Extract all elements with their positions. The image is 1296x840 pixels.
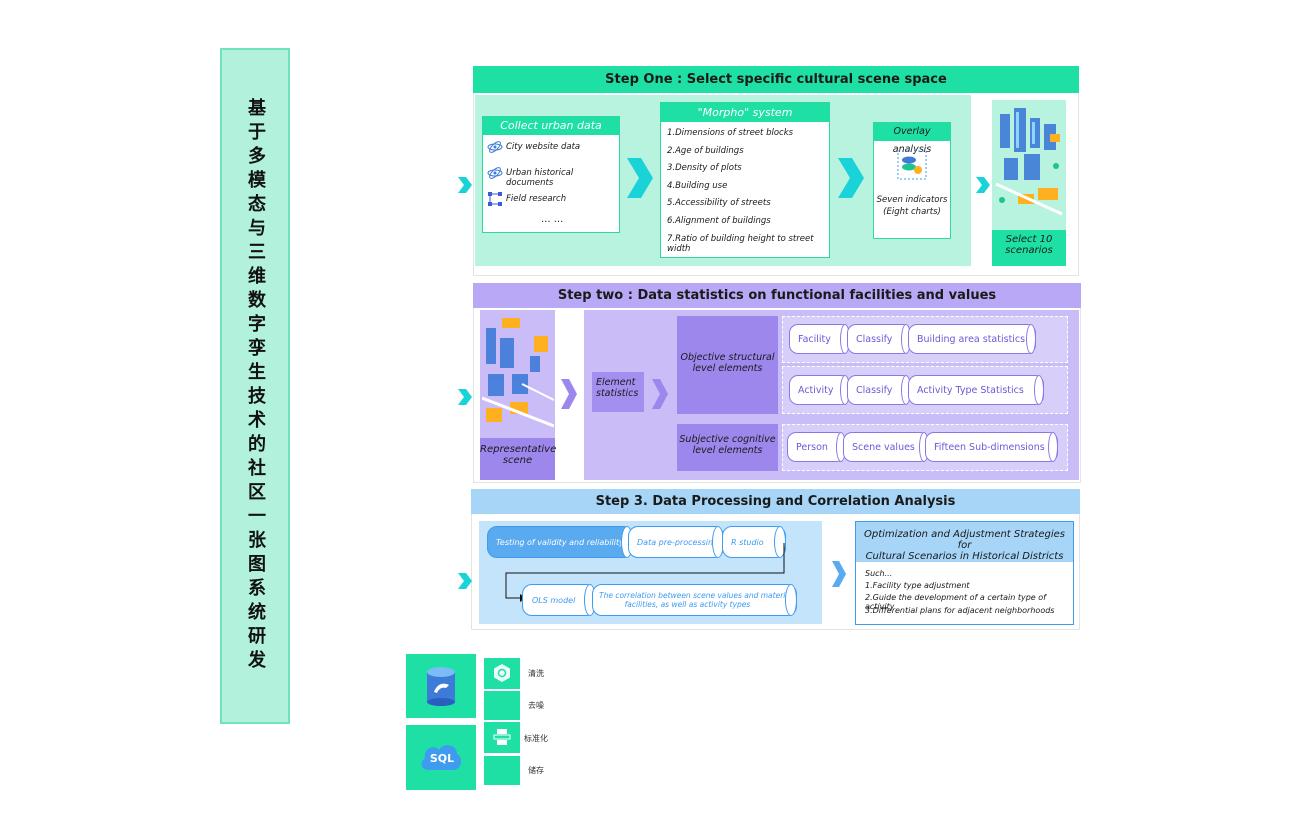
collect-title: Collect urban data [483, 117, 619, 135]
collect-urban-data-box: Collect urban data City website data Urb… [482, 116, 620, 233]
strategy-box: Optimization and Adjustment Strategies f… [855, 521, 1074, 625]
chevron-right-icon [627, 158, 653, 198]
pill-activity: Activity [789, 375, 850, 405]
objective-line2: level elements [692, 363, 763, 374]
select-line1: Select 10 [1005, 234, 1053, 245]
scene-line2: scene [502, 455, 533, 466]
chevron-right-icon [652, 379, 668, 409]
morpho-system-box: "Morpho" system 1.Dimensions of street b… [660, 102, 830, 258]
morpho-item: 6.Alignment of buildings [667, 215, 771, 226]
graph-icon [488, 192, 502, 206]
subjective-level-box: Subjective cognitive level elements [677, 424, 778, 471]
subjective-line1: Subjective cognitive [679, 434, 776, 445]
legend-label-3: 标准化 [524, 734, 548, 743]
legend-label-1: 清洗 [528, 669, 544, 678]
pill-fifteen-sub-dimensions: Fifteen Sub-dimensions [925, 432, 1058, 462]
strategy-item: 1.Facility type adjustment [865, 581, 970, 591]
objective-level-box: Objective structural level elements [677, 316, 778, 414]
pill-facility: Facility [789, 324, 850, 354]
layers-icon [897, 150, 927, 180]
step3-header: Step 3. Data Processing and Correlation … [471, 489, 1080, 514]
pill-activity-type-statistics: Activity Type Statistics [908, 375, 1044, 405]
overlay-caption-line1: Seven indicators [876, 195, 948, 205]
pill-scene-values: Scene values [843, 432, 929, 462]
step1-header: Step One : Select specific cultural scen… [473, 66, 1079, 93]
element-statistics-box: Element statistics [592, 372, 644, 412]
strategy-item: 2.Guide the development of a certain typ… [865, 593, 1046, 612]
morpho-title: "Morpho" system [661, 103, 829, 122]
strategy-title: Optimization and Adjustment Strategies f… [856, 522, 1073, 562]
representative-scene-label: Representative scene [480, 438, 557, 480]
element-line1: Element [596, 377, 636, 388]
atom-icon [487, 141, 503, 153]
legend-label-4: 储存 [528, 766, 544, 775]
database-tile [406, 654, 476, 718]
legend-tile-3 [484, 722, 520, 753]
select-line2: scenarios [1005, 245, 1053, 256]
collect-item-1: City website data [506, 142, 581, 152]
step2-header-text: Step two : Data statistics on functional… [557, 288, 997, 303]
vertical-title-panel: 基于多模态与三维数字孪生技术的社区一张图系统研发 [220, 48, 290, 724]
correlation-line2: facilities, as well as activity types [624, 600, 751, 609]
subjective-line2: level elements [692, 445, 763, 456]
atom-icon [487, 167, 503, 179]
collect-item-2: Urban historical documents [506, 168, 574, 188]
sql-tile: SQL [406, 725, 476, 790]
step3-header-text: Step 3. Data Processing and Correlation … [595, 494, 956, 509]
chevron-right-icon [976, 177, 990, 193]
scene-line1: Representative [480, 444, 557, 455]
morpho-item: 2.Age of buildings [667, 145, 744, 156]
chevron-right-icon [838, 158, 864, 198]
correlation-line1: The correlation between scene values and… [599, 591, 793, 600]
morpho-list: 1.Dimensions of street blocks 2.Age of b… [661, 122, 829, 254]
city-illustration-icon [995, 108, 1063, 216]
pill-r-studio: R studio [722, 526, 786, 558]
city-illustration-icon [482, 318, 554, 428]
objective-line1: Objective structural [680, 352, 775, 363]
pill-person: Person [787, 432, 846, 462]
pill-classify: Classify [847, 375, 911, 405]
pill-ols-model: OLS model [522, 584, 596, 616]
morpho-item: 7.Ratio of building height to street wid… [667, 233, 814, 254]
select-scenarios-card: Select 10 scenarios [992, 100, 1066, 266]
pill-classify: Classify [847, 324, 911, 354]
legend-tile-4 [484, 756, 520, 785]
standardize-icon [493, 729, 511, 745]
overlay-analysis-box: Overlay analysis Seven indicators (Eight… [873, 122, 951, 239]
collect-item-3: Field research [506, 194, 567, 204]
step1-header-text: Step One : Select specific cultural scen… [605, 72, 947, 87]
legend-tile-1 [484, 658, 520, 689]
overlay-title: Overlay analysis [874, 123, 950, 155]
strategy-title-line2: Cultural Scenarios in Historical Distric… [865, 551, 1064, 562]
database-icon [427, 667, 455, 706]
cleaning-icon [494, 664, 510, 682]
sql-label: SQL [429, 752, 455, 765]
strategy-item: 3.Differential plans for adjacent neighb… [865, 605, 1055, 615]
entry-chevron-icon [458, 573, 472, 589]
entry-chevron-icon [458, 177, 472, 193]
vertical-title: 基于多模态与三维数字孪生技术的社区一张图系统研发 [245, 98, 266, 674]
morpho-item: 3.Density of plots [667, 163, 742, 174]
pill-testing-validity: Testing of validity and reliability [487, 526, 633, 558]
chevron-right-icon [832, 561, 846, 587]
collect-item-4: ... ... [541, 214, 564, 225]
strategy-title-line1: Optimization and Adjustment Strategies f… [864, 529, 1065, 551]
legend-label-2: 去噪 [528, 701, 544, 710]
morpho-item: 5.Accessibility of streets [667, 198, 771, 209]
morpho-item: 4.Building use [667, 180, 728, 191]
step2-header: Step two : Data statistics on functional… [473, 283, 1081, 308]
representative-scene-card: Representative scene [480, 310, 557, 480]
pill-building-area-statistics: Building area statistics [908, 324, 1036, 354]
sql-icon [421, 745, 462, 770]
select-scenarios-label: Select 10 scenarios [992, 230, 1066, 266]
pill-correlation: The correlation between scene values and… [592, 584, 797, 616]
strategy-item: Such... [865, 569, 893, 578]
morpho-item: 1.Dimensions of street blocks [667, 128, 794, 138]
entry-chevron-icon [458, 389, 472, 405]
strategy-list: Such... 1.Facility type adjustment 2.Gui… [856, 562, 1073, 618]
element-line2: statistics [596, 388, 639, 399]
overlay-caption-line2: (Eight charts) [883, 207, 941, 217]
chevron-right-icon [561, 379, 577, 409]
legend-tile-2 [484, 691, 520, 720]
